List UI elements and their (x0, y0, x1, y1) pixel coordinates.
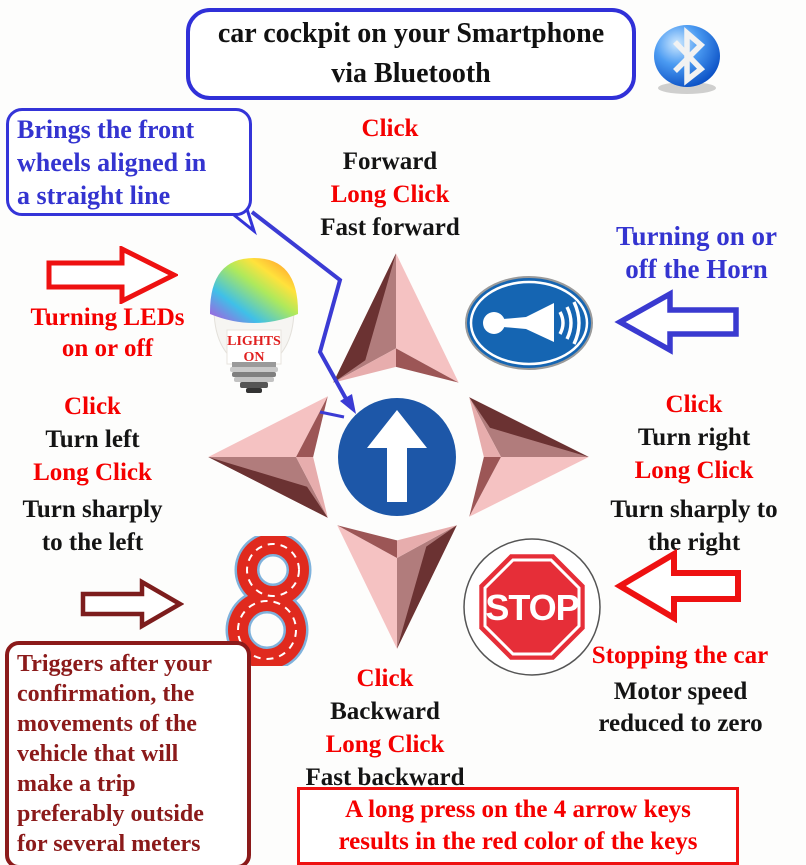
turn-right-labels: Click Turn right Long Click Turn sharply… (588, 388, 800, 559)
figure-eight-track-icon (225, 536, 312, 666)
stopping-label: Stopping the car (591, 642, 769, 669)
horn-pointer-arrow-icon (614, 289, 739, 355)
trip-note-line-6: preferably outside (17, 801, 204, 827)
horn-label: Turning on or off the Horn (593, 220, 800, 286)
trip-pointer-arrow-icon (80, 578, 184, 630)
trip-note-box: Triggers after your confirmation, the mo… (5, 641, 251, 865)
stop-pointer-arrow-icon (614, 548, 741, 624)
arrow-key-right[interactable] (468, 396, 590, 518)
forward-longclick-label: Long Click (330, 181, 450, 208)
backward-click-label: Click (356, 665, 414, 692)
long-press-note-box: A long press on the 4 arrow keys results… (297, 787, 739, 865)
title-box: car cockpit on your Smartphone via Bluet… (186, 8, 636, 100)
straight-ahead-sign-icon[interactable] (337, 397, 457, 517)
forward-labels: Click Forward Long Click Fast forward (295, 112, 485, 244)
stop-sign-text: STOP (485, 587, 578, 628)
bulb-label-line-1: LIGHTS (227, 334, 281, 349)
turn-right-longclick-action-1: Turn sharply to (610, 496, 778, 523)
trip-note-line-7: for several meters (17, 831, 201, 857)
motor-speed-line-1: Motor speed (613, 678, 748, 705)
backward-labels: Click Backward Long Click Fast backward (290, 662, 480, 794)
front-wheels-line-2: wheels aligned in (17, 148, 207, 177)
trip-note-line-5: make a trip (17, 771, 136, 797)
bluetooth-icon (654, 25, 720, 94)
forward-click-label: Click (361, 115, 419, 142)
arrow-key-up[interactable] (332, 252, 460, 384)
trip-note-line-2: confirmation, the (17, 681, 195, 707)
long-press-note-line-1: A long press on the 4 arrow keys (345, 796, 691, 823)
backward-click-action: Backward (330, 698, 440, 725)
turn-left-click-action: Turn left (45, 426, 140, 453)
title-line-2: via Bluetooth (331, 58, 491, 89)
horn-sign-icon (465, 276, 593, 370)
arrow-key-down[interactable] (336, 524, 458, 650)
trip-note-line-4: vehicle that will (17, 741, 179, 767)
front-wheels-line-1: Brings the front (17, 115, 195, 144)
arrow-key-left[interactable] (207, 395, 329, 519)
turn-left-labels: Click Turn left Long Click Turn sharply … (0, 390, 185, 559)
leds-label: Turning LEDs on or off (10, 302, 205, 364)
forward-click-action: Forward (342, 148, 438, 175)
leds-label-line-1: Turning LEDs (30, 304, 185, 331)
forward-longclick-action: Fast forward (320, 214, 460, 241)
turn-left-longclick-label: Long Click (33, 459, 152, 486)
long-press-note-line-2: results in the red color of the keys (338, 828, 698, 855)
turn-left-longclick-action-2: to the left (41, 529, 144, 556)
motor-speed-line-2: reduced to zero (598, 710, 763, 737)
turn-right-click-label: Click (665, 391, 723, 418)
stop-sign-icon: STOP (463, 538, 601, 676)
bulb-label-line-2: ON (244, 350, 265, 365)
leds-label-line-2: on or off (61, 335, 154, 362)
turn-right-click-action: Turn right (637, 424, 751, 451)
front-wheels-callout: Brings the front wheels aligned in a str… (6, 108, 252, 216)
turn-left-longclick-action-1: Turn sharply (22, 496, 163, 523)
turn-right-longclick-action-2: the right (647, 529, 741, 556)
trip-note-line-3: movements of the (17, 711, 197, 737)
horn-label-line-2: off the Horn (625, 254, 768, 284)
leds-pointer-arrow-icon (46, 246, 178, 304)
motor-speed-label: Motor speed reduced to zero (578, 676, 783, 740)
horn-label-line-1: Turning on or (615, 221, 778, 251)
front-wheels-line-3: a straight line (17, 181, 171, 210)
backward-longclick-label: Long Click (325, 731, 445, 758)
turn-right-longclick-label: Long Click (634, 457, 754, 484)
backward-longclick-action: Fast backward (305, 764, 465, 791)
title-line-1: car cockpit on your Smartphone (217, 18, 605, 49)
led-bulb-icon: LIGHTS ON (210, 258, 298, 393)
turn-left-click-label: Click (64, 393, 121, 420)
trip-note-line-1: Triggers after your (17, 651, 213, 677)
